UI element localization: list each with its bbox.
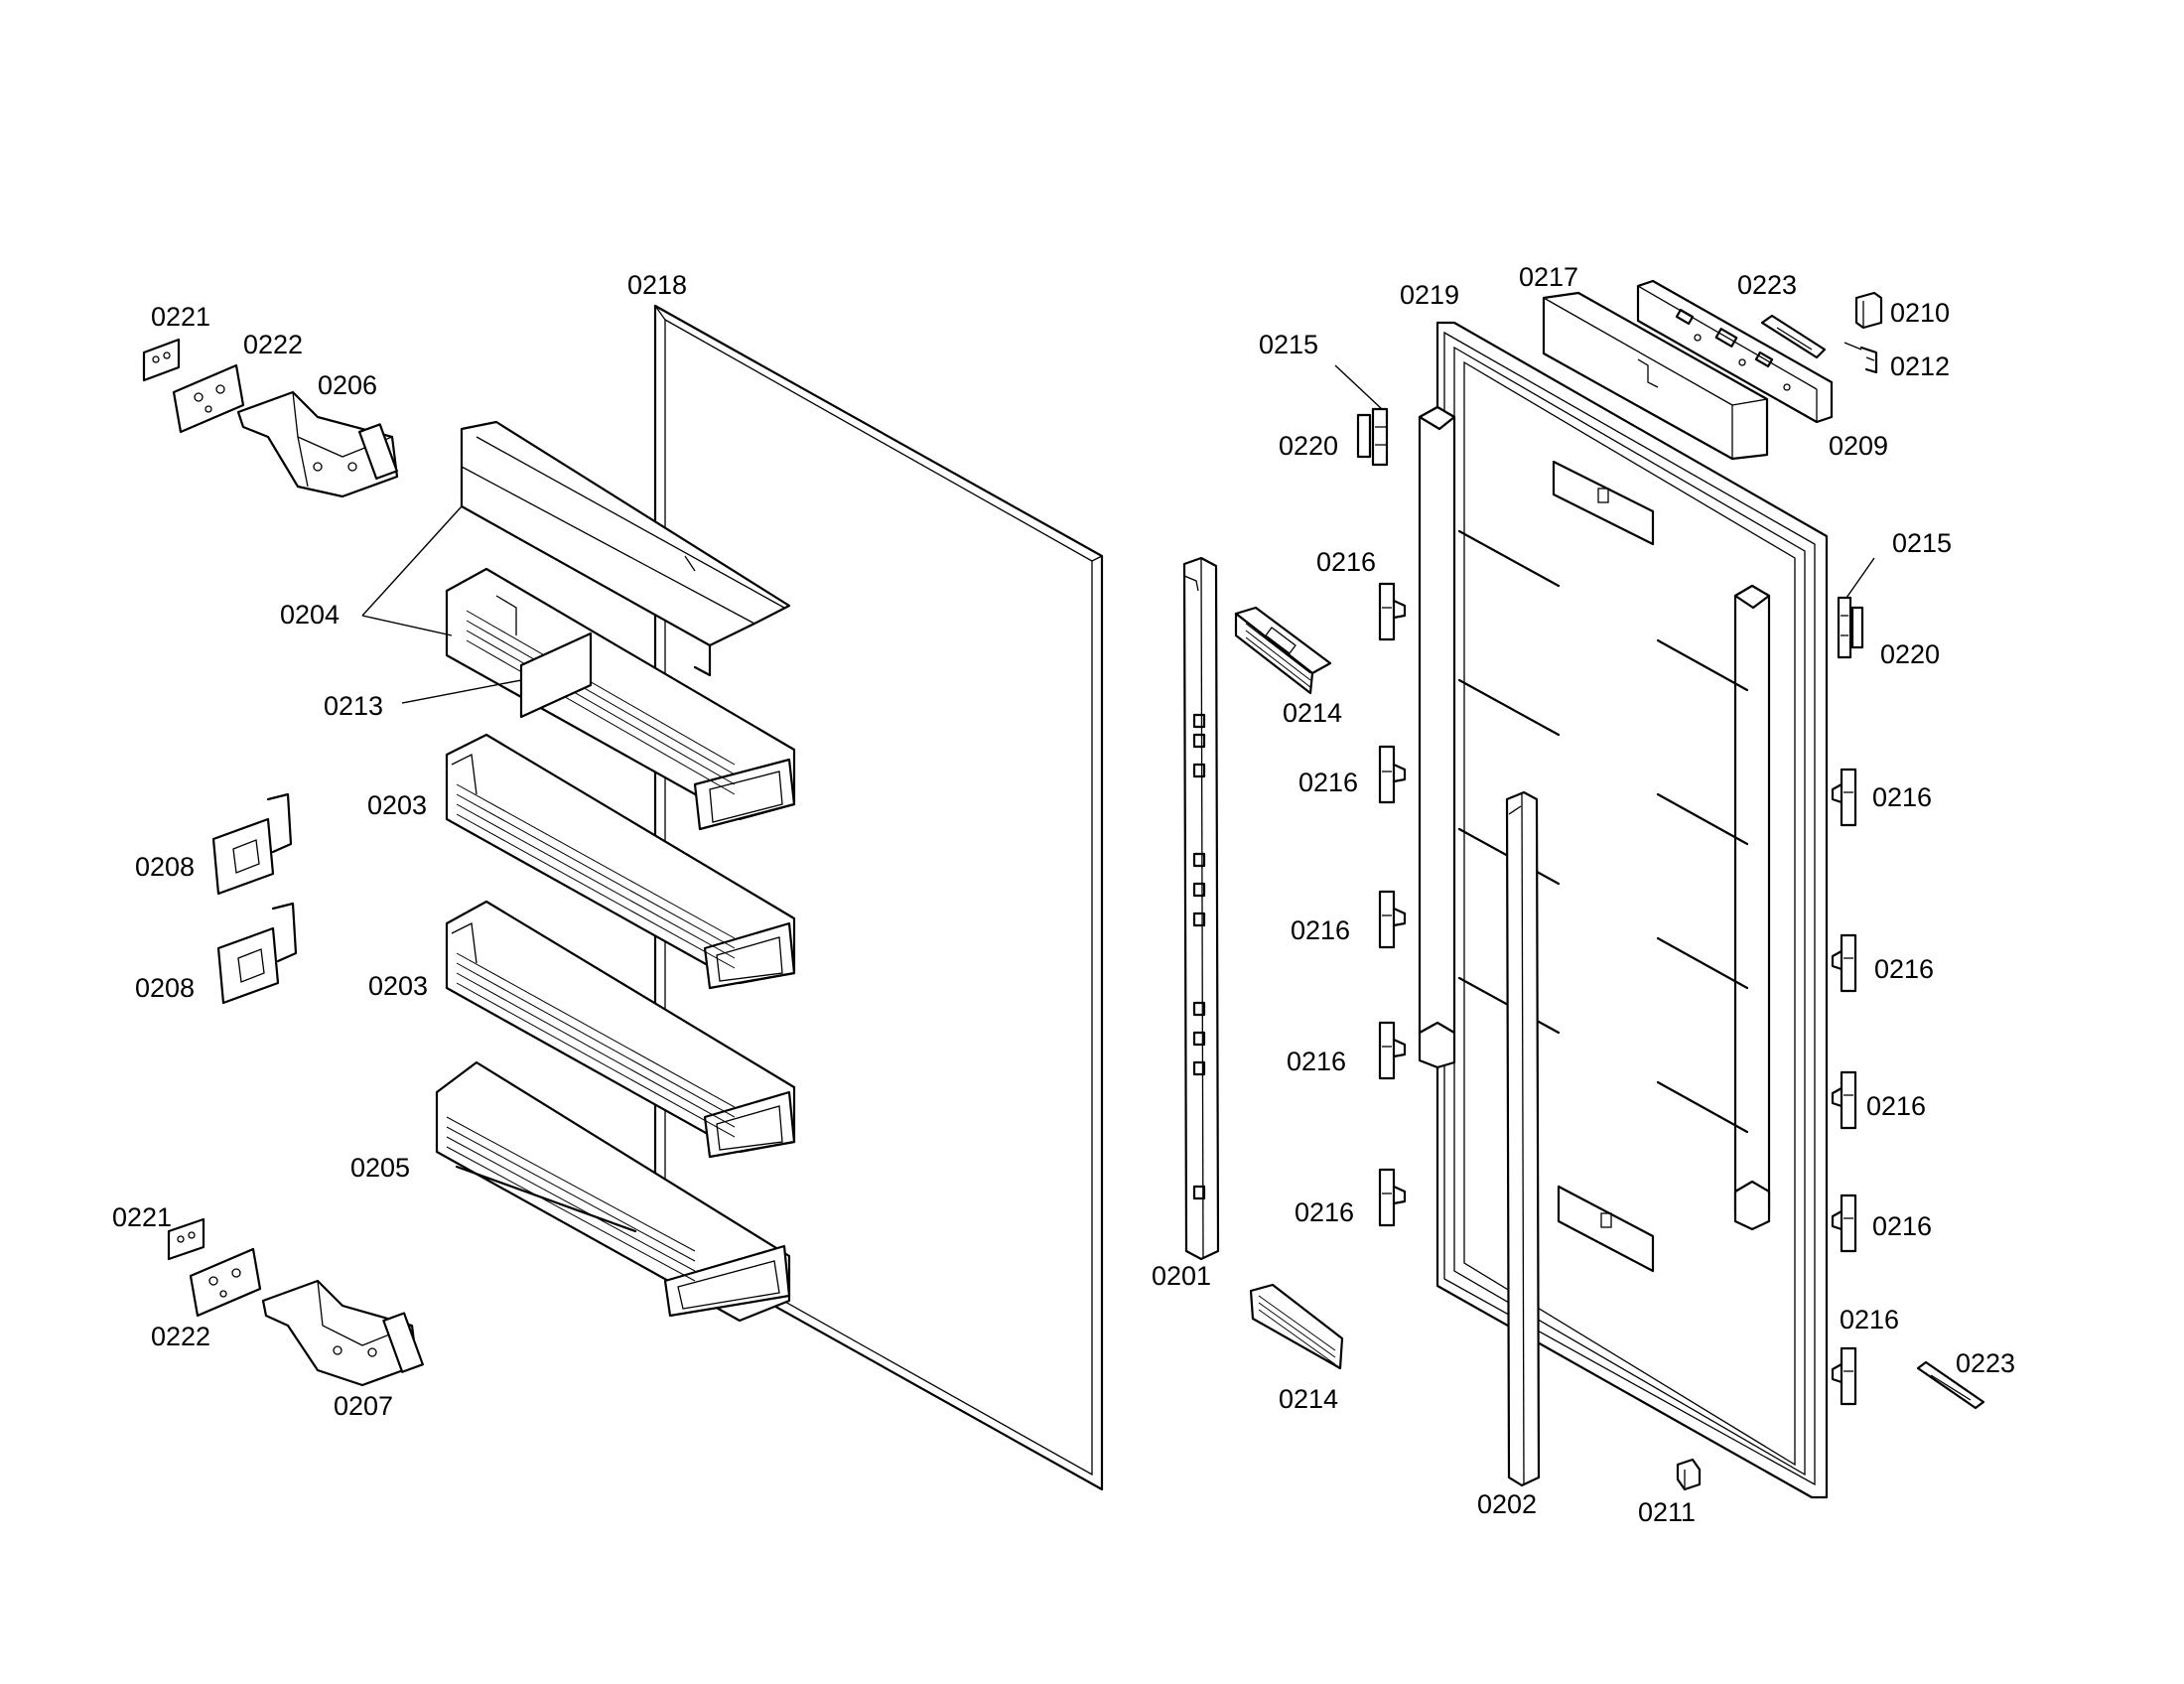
callout-0211: 0211	[1638, 1497, 1696, 1527]
bracket-0221-top	[142, 338, 181, 382]
cap-0210	[1854, 291, 1883, 330]
bracket-0208-b	[216, 902, 298, 1005]
callout-0202: 0202	[1477, 1489, 1537, 1519]
door-bin-0213	[445, 567, 796, 831]
callout-0216-r3: 0216	[1866, 1091, 1926, 1121]
clip-0211	[1676, 1458, 1702, 1491]
clip-0216-r5	[1831, 1346, 1857, 1406]
clip-0216-r1	[1831, 768, 1857, 827]
clip-0220-right	[1837, 596, 1864, 659]
callout-0204: 0204	[280, 600, 340, 630]
callout-0208-a: 0208	[135, 852, 195, 882]
clip-0216-l3	[1378, 890, 1407, 949]
callout-0216-l5: 0216	[1295, 1197, 1354, 1227]
callout-0223-top: 0223	[1737, 270, 1797, 300]
bracket-0223-top	[1760, 314, 1827, 359]
trim-clips-0201	[1192, 713, 1206, 1200]
clip-0216-l4	[1378, 1021, 1407, 1080]
callout-labels: 0218 0221 0222 0206 0204 0213 0203 0208 …	[112, 262, 2015, 1527]
vent-0214-top	[1234, 606, 1332, 695]
callout-0210: 0210	[1890, 298, 1950, 328]
hinge-plate-0222-top	[172, 363, 245, 434]
callout-0201: 0201	[1152, 1261, 1211, 1291]
door-bin-0203-b	[445, 900, 796, 1159]
callout-0217: 0217	[1519, 262, 1578, 292]
callout-0216-r4: 0216	[1872, 1211, 1932, 1241]
bracket-0223-bottom	[1916, 1360, 1985, 1410]
trim-strip-0201	[1182, 556, 1220, 1261]
door-bin-0203-a	[445, 733, 796, 990]
bracket-0212	[1859, 346, 1878, 374]
callout-0216-l4: 0216	[1287, 1047, 1346, 1076]
callout-0216-r1: 0216	[1872, 782, 1932, 812]
clip-0216-r4	[1831, 1193, 1857, 1253]
callout-0209: 0209	[1829, 431, 1888, 461]
bracket-0221-bottom	[167, 1217, 205, 1261]
callout-0216-l2: 0216	[1298, 768, 1358, 797]
callout-0213: 0213	[324, 691, 383, 721]
hinge-plate-0222-bottom	[189, 1247, 262, 1318]
callout-0219: 0219	[1400, 280, 1459, 310]
clip-0216-r3	[1831, 1070, 1857, 1130]
callout-0203-b: 0203	[368, 971, 428, 1001]
callout-0215-right: 0215	[1892, 528, 1952, 558]
bracket-0208-a	[211, 792, 293, 896]
clip-0216-l5	[1378, 1168, 1407, 1227]
callout-0216-r5: 0216	[1840, 1305, 1899, 1334]
clip-0216-r2	[1831, 933, 1857, 993]
callout-0220-right: 0220	[1880, 639, 1940, 669]
control-board-0209	[1636, 279, 1834, 424]
leader-lines	[361, 342, 1875, 704]
callout-0214-top: 0214	[1283, 698, 1342, 728]
control-housing-0217	[1542, 291, 1769, 461]
callout-0214-bottom: 0214	[1279, 1384, 1338, 1414]
callout-0222-top: 0222	[243, 330, 303, 359]
hinge-0207	[261, 1279, 424, 1387]
callout-0207: 0207	[334, 1391, 393, 1421]
clip-0220-left	[1356, 407, 1389, 467]
door-liner-0219	[1418, 321, 1829, 1499]
callout-0216-r2: 0216	[1874, 954, 1934, 984]
callout-0206: 0206	[318, 370, 377, 400]
callout-0223-bottom: 0223	[1956, 1348, 2015, 1378]
trim-strip-0202	[1505, 790, 1541, 1487]
callout-0221-bottom: 0221	[112, 1202, 172, 1232]
callout-0205: 0205	[350, 1153, 410, 1183]
callout-0216-l3: 0216	[1291, 915, 1350, 945]
callout-0212: 0212	[1890, 351, 1950, 381]
callout-0208-b: 0208	[135, 973, 195, 1003]
callout-0222-bottom: 0222	[151, 1322, 210, 1351]
clip-0216-l1	[1378, 582, 1407, 641]
hinge-0206	[236, 390, 399, 498]
vent-0214-bottom	[1249, 1283, 1344, 1370]
clip-0216-l2	[1378, 745, 1407, 804]
callout-0215-left: 0215	[1259, 330, 1318, 359]
callout-0216-l1: 0216	[1316, 547, 1376, 577]
callout-0221-top: 0221	[151, 302, 210, 332]
callout-0203-a: 0203	[367, 790, 427, 820]
door-bin-0205	[435, 1060, 791, 1323]
callout-0220-left: 0220	[1279, 431, 1338, 461]
callout-0218: 0218	[627, 270, 687, 300]
